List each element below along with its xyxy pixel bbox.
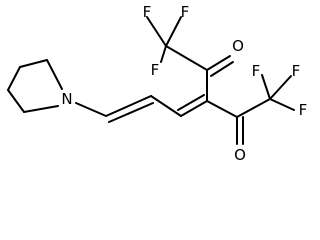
bond-c1-c2-double: [108, 102, 154, 123]
atom-o-lower: O: [234, 146, 246, 164]
bond-ring-5: [23, 105, 59, 113]
bond-n-c1: [75, 102, 107, 117]
bond-ring-3: [46, 59, 63, 90]
bond-cf3-lower-f5: [269, 75, 292, 100]
bond-c2-c3: [150, 95, 182, 117]
bond-cf3-upper-f2: [146, 16, 167, 47]
bond-co-cf3-upper: [165, 45, 208, 71]
bond-c3-c4-double: [177, 94, 205, 111]
molecule-svg: N F F F O F F F O: [7, 3, 308, 164]
atom-f6: F: [299, 101, 308, 119]
bond-co-upper-o-double: [210, 61, 234, 77]
atom-o-upper: O: [232, 37, 244, 55]
bond-ring-1: [7, 66, 21, 91]
bond-ring-4: [7, 89, 25, 113]
bond-cf3-lower-f6: [269, 98, 295, 111]
atom-f4: F: [252, 62, 261, 80]
bond-co-upper-o: [206, 55, 231, 71]
atom-f1: F: [143, 3, 152, 21]
bond-ring-2: [19, 59, 48, 68]
atom-n: N: [61, 90, 72, 108]
bond-c3-c4: [180, 100, 208, 117]
atom-f2: F: [181, 3, 190, 21]
bond-co-cf3-lower: [236, 98, 271, 118]
bond-cf3-upper-f1: [165, 16, 182, 47]
bond-c4-co-lower: [206, 100, 238, 118]
bond-c1-c2: [105, 95, 152, 117]
atom-f3: F: [151, 61, 160, 79]
structure-diagram: N F F F O F F F O: [7, 3, 308, 164]
atom-f5: F: [292, 62, 301, 80]
bond-cf3-upper-f3: [160, 45, 167, 63]
bond-cf3-lower-f4: [261, 74, 271, 100]
